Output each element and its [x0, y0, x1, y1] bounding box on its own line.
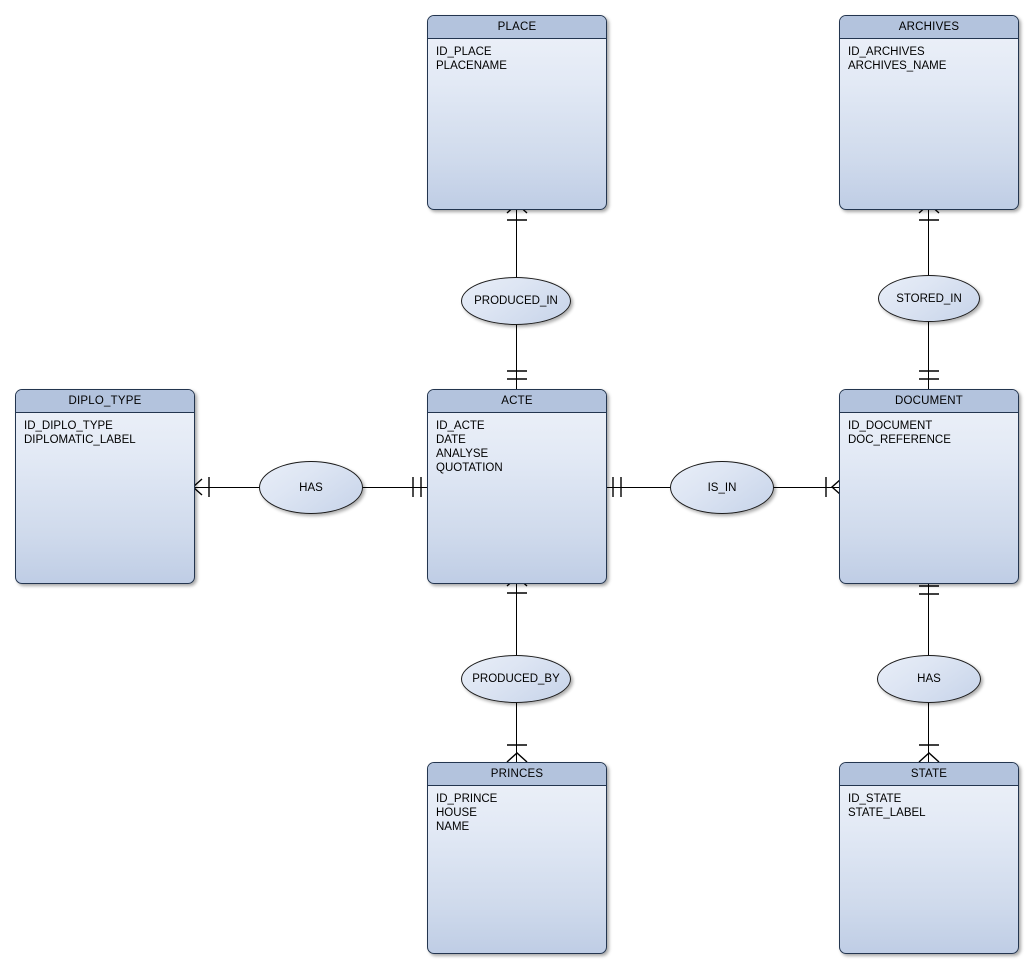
attribute: ID_DOCUMENT	[848, 420, 933, 432]
connector-has-acte	[362, 487, 428, 488]
attribute: PLACENAME	[436, 60, 507, 72]
cardinality-marker-document-bottom-one	[919, 585, 939, 595]
attribute: DIPLOMATIC_LABEL	[24, 434, 136, 446]
entity-title-princes: PRINCES	[428, 763, 606, 786]
attribute: ID_ARCHIVES	[848, 46, 925, 58]
entity-attributes-state: ID_STATE STATE_LABEL	[840, 786, 1018, 820]
connector-has-state-state	[928, 701, 929, 763]
attribute: STATE_LABEL	[848, 807, 926, 819]
entity-title-acte: ACTE	[428, 390, 606, 413]
attribute: DATE	[436, 434, 466, 446]
entity-attributes-place: ID_PLACE PLACENAME	[428, 39, 606, 73]
entity-attributes-acte: ID_ACTE DATE ANALYSE QUOTATION	[428, 413, 606, 475]
cardinality-marker-state-many	[918, 744, 940, 763]
connector-stored-in-document	[928, 319, 929, 390]
entity-place[interactable]: PLACE ID_PLACE PLACENAME	[427, 15, 607, 210]
relationship-label: HAS	[917, 673, 941, 685]
cardinality-marker-acte-top-one	[507, 370, 527, 380]
entity-title-state: STATE	[840, 763, 1018, 786]
entity-attributes-princes: ID_PRINCE HOUSE NAME	[428, 786, 606, 834]
relationship-has-diplo[interactable]: HAS	[259, 461, 363, 514]
entity-title-document: DOCUMENT	[840, 390, 1018, 413]
entity-title-archives: ARCHIVES	[840, 16, 1018, 39]
connector-document-has-state	[928, 583, 929, 657]
relationship-label: IS_IN	[707, 481, 737, 494]
connector-acte-isin	[606, 487, 672, 488]
relationship-stored-in[interactable]: STORED_IN	[878, 275, 980, 322]
entity-title-place: PLACE	[428, 16, 606, 39]
attribute: ID_STATE	[848, 793, 902, 805]
entity-attributes-document: ID_DOCUMENT DOC_REFERENCE	[840, 413, 1018, 447]
entity-diplo-type[interactable]: DIPLO_TYPE ID_DIPLO_TYPE DIPLOMATIC_LABE…	[15, 389, 195, 584]
entity-attributes-archives: ID_ARCHIVES ARCHIVES_NAME	[840, 39, 1018, 73]
relationship-is-in[interactable]: IS_IN	[670, 461, 774, 514]
connector-archives-stored-in	[928, 210, 929, 278]
relationship-produced-by[interactable]: PRODUCED_BY	[461, 655, 571, 703]
cardinality-marker-diplotype-many	[191, 477, 210, 497]
attribute: ID_ACTE	[436, 420, 485, 432]
entity-attributes-diplo-type: ID_DIPLO_TYPE DIPLOMATIC_LABEL	[16, 413, 194, 447]
entity-title-diplo-type: DIPLO_TYPE	[16, 390, 194, 413]
entity-acte[interactable]: ACTE ID_ACTE DATE ANALYSE QUOTATION	[427, 389, 607, 584]
relationship-label: PRODUCED_IN	[474, 295, 558, 307]
relationship-label: STORED_IN	[896, 292, 962, 305]
connector-produced-by-princes	[516, 701, 517, 763]
connector-place-produced-in	[516, 210, 517, 280]
relationship-has-state[interactable]: HAS	[877, 655, 981, 703]
attribute: DOC_REFERENCE	[848, 434, 951, 446]
connector-diplotype-has	[195, 487, 261, 488]
relationship-label: PRODUCED_BY	[472, 673, 560, 685]
entity-document[interactable]: DOCUMENT ID_DOCUMENT DOC_REFERENCE	[839, 389, 1019, 584]
attribute: ID_DIPLO_TYPE	[24, 420, 113, 432]
attribute: ANALYSE	[436, 448, 489, 460]
entity-archives[interactable]: ARCHIVES ID_ARCHIVES ARCHIVES_NAME	[839, 15, 1019, 210]
attribute: ID_PRINCE	[436, 793, 498, 805]
entity-state[interactable]: STATE ID_STATE STATE_LABEL	[839, 762, 1019, 954]
cardinality-marker-document-left-many	[825, 477, 842, 497]
attribute: ARCHIVES_NAME	[848, 60, 947, 72]
attribute: NAME	[436, 821, 470, 833]
relationship-label: HAS	[299, 481, 323, 494]
entity-princes[interactable]: PRINCES ID_PRINCE HOUSE NAME	[427, 762, 607, 954]
attribute: HOUSE	[436, 807, 477, 819]
relationship-produced-in[interactable]: PRODUCED_IN	[461, 277, 571, 325]
cardinality-marker-acte-right-one	[612, 477, 622, 497]
cardinality-marker-princes-many	[506, 744, 528, 763]
connector-isin-document	[773, 487, 840, 488]
connector-produced-in-acte	[516, 322, 517, 390]
cardinality-marker-acte-left-one	[412, 477, 422, 497]
connector-acte-produced-by	[516, 583, 517, 657]
attribute: QUOTATION	[436, 462, 503, 474]
attribute: ID_PLACE	[436, 46, 492, 58]
cardinality-marker-document-top-one	[919, 370, 939, 380]
